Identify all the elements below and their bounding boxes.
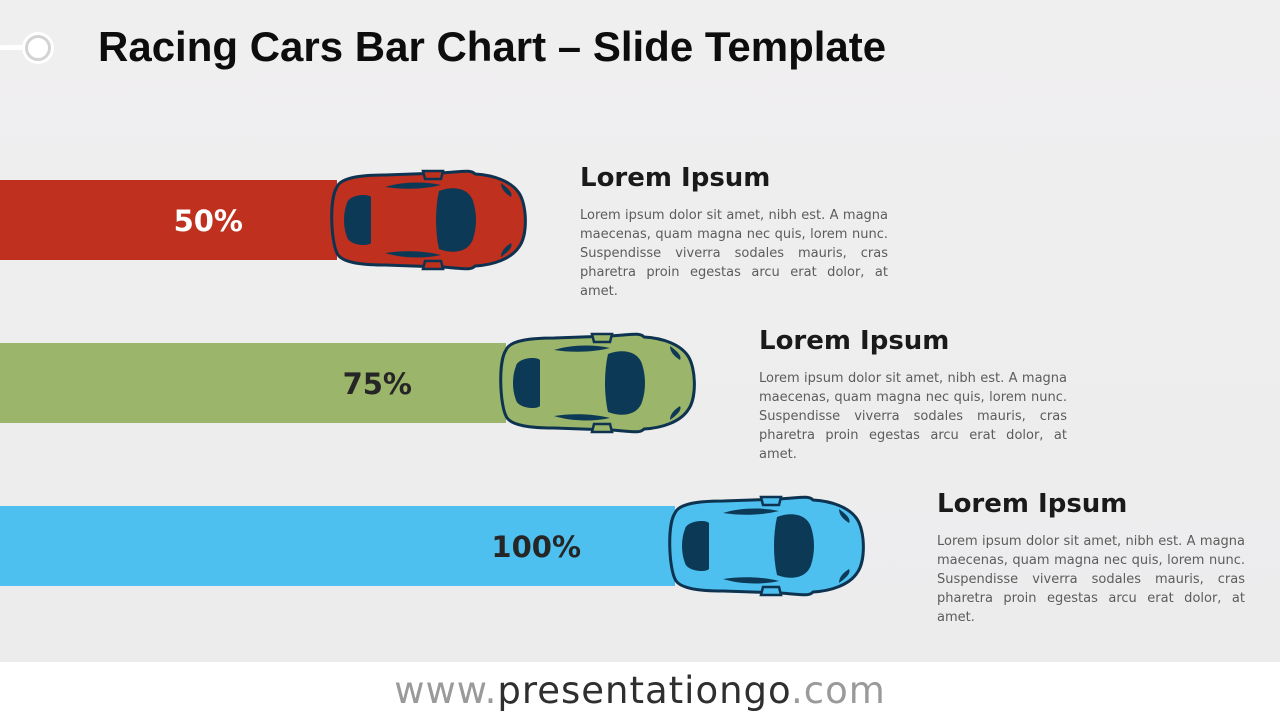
item-text-2: Lorem ipsum dolor sit amet, nibh est. A … xyxy=(759,371,1067,462)
key-icon xyxy=(0,32,54,64)
slide-title: Racing Cars Bar Chart – Slide Template xyxy=(98,23,887,70)
car-mirror-bottom xyxy=(590,422,614,434)
car-headlight-bottom xyxy=(501,243,512,257)
car-headlight-top xyxy=(839,509,850,523)
car-headlight-bottom xyxy=(670,406,681,420)
bar-2 xyxy=(0,343,506,423)
car-windshield xyxy=(436,188,476,252)
race-chart: 50% 75% 100% xyxy=(0,169,865,597)
car-side-window-top xyxy=(723,508,779,515)
car-body xyxy=(330,169,527,271)
car-rear-window xyxy=(344,195,371,245)
bar-3 xyxy=(0,506,675,586)
footer-url: www.presentationgo.com xyxy=(0,662,1280,720)
value-label-3: 100% xyxy=(491,530,581,564)
item-title-3: Lorem Ipsum xyxy=(937,489,1128,519)
car-side-window-top xyxy=(554,345,610,352)
car-mirror-top xyxy=(590,332,614,344)
item-title-1: Lorem Ipsum xyxy=(580,163,771,193)
car-mirror-bottom xyxy=(759,585,783,597)
racing-car-3 xyxy=(668,495,865,597)
footer-url-brand: presentationgo xyxy=(497,669,792,712)
car-mirror-top xyxy=(759,495,783,507)
car-body xyxy=(668,495,865,597)
car-side-window-top xyxy=(385,182,441,189)
car-windshield xyxy=(605,351,645,415)
bar-1 xyxy=(0,180,337,260)
car-headlight-top xyxy=(501,183,512,197)
car-rear-window xyxy=(682,521,709,571)
footer-url-suffix: .com xyxy=(791,669,886,712)
car-headlight-top xyxy=(670,346,681,360)
car-side-window-bottom xyxy=(385,251,441,258)
car-rear-window xyxy=(513,358,540,408)
item-text-1: Lorem ipsum dolor sit amet, nibh est. A … xyxy=(580,208,888,299)
car-body xyxy=(499,332,696,434)
racing-car-1 xyxy=(330,169,527,271)
slide-canvas: Racing Cars Bar Chart – Slide Template 5… xyxy=(0,0,1280,662)
item-text-3: Lorem ipsum dolor sit amet, nibh est. A … xyxy=(937,534,1245,625)
racing-car-2 xyxy=(499,332,696,434)
value-label-1: 50% xyxy=(174,204,243,238)
car-mirror-top xyxy=(421,169,445,181)
car-windshield xyxy=(774,514,814,578)
car-side-window-bottom xyxy=(723,577,779,584)
item-title-2: Lorem Ipsum xyxy=(759,326,950,356)
footer-url-prefix: www. xyxy=(394,669,498,712)
value-label-2: 75% xyxy=(343,367,412,401)
car-headlight-bottom xyxy=(839,569,850,583)
car-mirror-bottom xyxy=(421,259,445,271)
car-side-window-bottom xyxy=(554,414,610,421)
